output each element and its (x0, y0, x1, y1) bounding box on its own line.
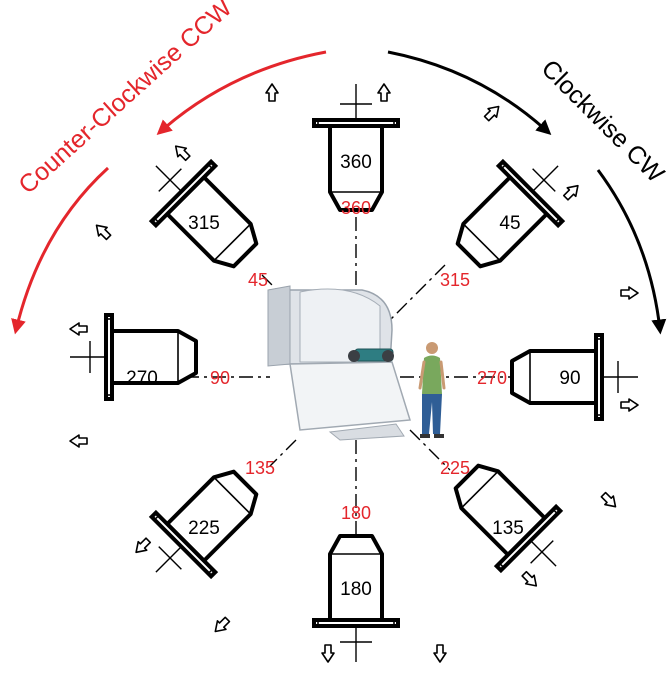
box-label-135: 135 (492, 518, 524, 539)
angle-label-225: 225 (440, 458, 470, 478)
box-label-360: 360 (340, 152, 372, 173)
angle-label-180: 180 (341, 503, 371, 523)
inlet-box-180 (312, 534, 448, 664)
cw-arrow-lower (596, 169, 667, 335)
angle-label-45: 45 (248, 270, 268, 290)
ccw-arrow-lower (11, 166, 110, 335)
angle-label-90: 90 (210, 368, 230, 388)
inlet-box-315 (92, 136, 274, 318)
angle-label-135: 135 (245, 458, 275, 478)
angle-label-270: 270 (477, 368, 507, 388)
box-label-315: 315 (188, 213, 220, 234)
cw-arrow (387, 50, 552, 136)
inlet-box-360 (264, 82, 400, 212)
box-label-270: 270 (126, 368, 158, 389)
box-label-180: 180 (340, 579, 372, 600)
inlet-box-135 (437, 413, 619, 595)
box-label-225: 225 (188, 518, 220, 539)
box-label-45: 45 (499, 213, 520, 234)
person-figure (418, 342, 446, 438)
angle-label-360: 360 (341, 198, 371, 218)
inlet-box-45 (405, 102, 587, 284)
inlet-box-90 (510, 285, 640, 421)
inlet-box-225 (126, 453, 308, 635)
axis-lines (185, 190, 520, 540)
angle-label-315: 315 (440, 270, 470, 290)
fan-illustration (267, 285, 411, 441)
ccw-arrow (156, 50, 327, 135)
box-label-90: 90 (559, 368, 580, 389)
